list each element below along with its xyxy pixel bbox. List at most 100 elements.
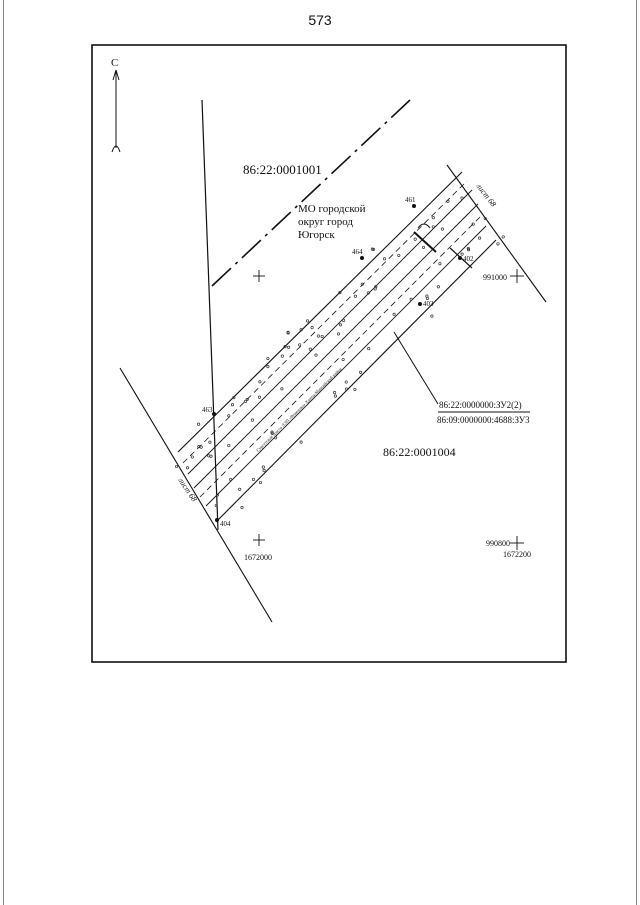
ground-mark <box>250 418 254 422</box>
ground-mark <box>372 247 376 251</box>
ground-mark <box>280 354 284 358</box>
corridor-line-4 <box>205 225 487 507</box>
ground-mark <box>243 399 248 403</box>
road-annotation: Сургутская трасса ЛЭП «Ремезово» Ханты-М… <box>255 366 343 453</box>
ground-mark <box>245 397 249 401</box>
ground-mark <box>174 464 179 469</box>
grid-bottom-right-x: 1672200 <box>503 550 531 559</box>
ground-mark <box>320 334 324 339</box>
ground-mark <box>501 235 505 239</box>
ground-mark <box>287 345 291 349</box>
municipality-line-3: Югорск <box>298 229 335 241</box>
grid-right-y: 991000 <box>483 273 507 282</box>
block-north-label: 86:22:0001001 <box>243 162 322 177</box>
corridor-line-2 <box>187 189 473 475</box>
ground-mark <box>229 477 233 482</box>
grid-cross-1-icon <box>253 270 265 282</box>
corridor-dashed-1 <box>182 180 468 464</box>
boundary-vertical <box>201 99 219 531</box>
point-464-marker <box>360 256 364 260</box>
municipality-line-1: МО городской <box>298 203 366 215</box>
ground-mark <box>436 285 440 289</box>
point-463-label: 463 <box>202 406 213 414</box>
ground-mark <box>397 253 401 257</box>
ground-mark <box>238 487 242 491</box>
ground-mark <box>409 297 413 301</box>
ground-mark <box>298 343 302 347</box>
ground-mark <box>214 503 218 508</box>
ground-mark <box>280 387 284 391</box>
ground-mark <box>342 318 346 322</box>
plot-label-top: 86:22:0000000:ЗУ2(2) <box>439 400 522 410</box>
ground-mark <box>190 455 194 459</box>
block-south-label: 86:22:0001004 <box>383 445 456 459</box>
ground-mark <box>440 227 444 231</box>
ground-mark <box>314 353 318 357</box>
ground-mark <box>230 403 235 407</box>
north-arrow-icon <box>111 69 121 153</box>
ground-mark <box>208 440 212 444</box>
ground-mark <box>305 319 310 323</box>
point-404-label: 404 <box>220 520 231 528</box>
ground-mark <box>338 323 342 327</box>
ground-mark <box>333 391 337 395</box>
ground-mark <box>430 314 434 318</box>
municipal-boundary <box>211 99 411 287</box>
page-edge-right <box>636 0 637 905</box>
ground-mark <box>382 257 387 261</box>
ground-marks <box>174 196 505 510</box>
point-464-label: 464 <box>352 248 363 256</box>
ground-mark <box>425 294 429 298</box>
page-number: 573 <box>308 12 332 28</box>
ground-mark <box>251 477 256 481</box>
grid-cross-3-icon <box>253 534 265 546</box>
ground-mark <box>471 222 475 226</box>
ground-mark <box>344 380 348 384</box>
ground-mark <box>283 345 287 349</box>
ground-mark <box>209 454 213 458</box>
ground-mark <box>270 430 274 434</box>
point-461-label: 461 <box>405 196 416 204</box>
ground-mark <box>344 387 348 391</box>
point-403-label: 403 <box>423 300 434 308</box>
ground-mark <box>421 245 426 249</box>
point-461-marker <box>412 204 416 208</box>
ground-mark <box>483 216 487 221</box>
ground-mark <box>341 357 345 362</box>
point-402-marker <box>458 256 462 260</box>
map-frame <box>91 44 567 663</box>
ground-mark <box>478 236 482 240</box>
sheet-boundary-left <box>119 367 273 623</box>
ground-mark <box>366 291 370 295</box>
grid-cross-4-icon <box>510 536 524 550</box>
ground-mark <box>299 440 303 444</box>
ground-mark <box>274 436 278 440</box>
page-edge-left <box>3 0 4 905</box>
sheet-boundary-right <box>446 164 547 303</box>
ground-mark <box>496 242 500 246</box>
ground-mark <box>258 380 262 384</box>
ground-mark <box>240 506 244 510</box>
ground-mark <box>333 394 337 398</box>
ground-mark <box>353 387 357 391</box>
ground-mark <box>367 347 371 351</box>
ground-mark <box>227 443 231 448</box>
ground-mark <box>266 365 270 369</box>
ground-mark <box>460 196 464 200</box>
corridor-line-5 <box>215 239 497 523</box>
ground-mark <box>413 237 417 241</box>
ground-mark <box>299 328 303 332</box>
municipality-line-2: округ город <box>298 216 353 228</box>
ground-mark <box>215 493 219 497</box>
plot-leader <box>393 331 439 405</box>
ground-mark <box>374 285 378 289</box>
ground-mark <box>431 216 435 220</box>
boundary-points <box>212 204 462 522</box>
point-403-marker <box>418 302 422 306</box>
ground-mark <box>261 465 265 469</box>
ground-mark <box>360 282 364 286</box>
ground-mark <box>286 331 290 335</box>
grid-cross-2-icon <box>510 269 524 283</box>
ground-mark <box>336 332 341 336</box>
ground-mark <box>438 262 442 266</box>
